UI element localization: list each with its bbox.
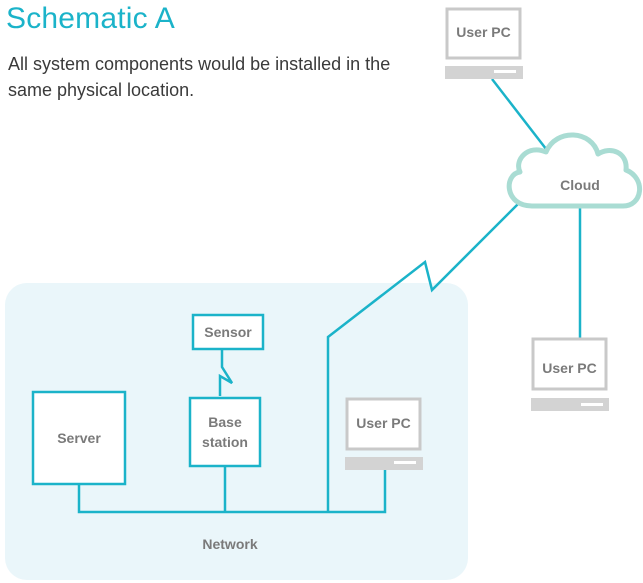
base-station-label-line2: station xyxy=(202,434,248,450)
user-pc-right-label: User PC xyxy=(542,360,597,376)
user-pc-local-icon xyxy=(345,397,423,470)
user-pc-top-icon xyxy=(445,7,523,79)
base-station-label: Base station xyxy=(190,412,260,452)
wireless-link-cloud-to-network xyxy=(326,199,523,512)
server-label: Server xyxy=(57,430,101,446)
base-station-box xyxy=(188,396,262,468)
network-bus xyxy=(77,470,387,514)
network-label: Network xyxy=(202,536,258,552)
page-description: All system components would be installed… xyxy=(8,54,391,100)
user-pc-local-label: User PC xyxy=(356,415,411,431)
server-box xyxy=(31,390,127,486)
base-station-label-line1: Base xyxy=(208,414,242,430)
sensor-label: Sensor xyxy=(204,324,252,340)
cloud-label: Cloud xyxy=(560,177,600,193)
page-title: Schematic A xyxy=(6,2,175,35)
cloud-icon xyxy=(506,132,643,209)
user-pc-top-label: User PC xyxy=(456,24,511,40)
sensor-box xyxy=(191,313,265,351)
wireless-link-sensor-to-base xyxy=(218,350,234,396)
user-pc-right-icon xyxy=(531,337,609,411)
